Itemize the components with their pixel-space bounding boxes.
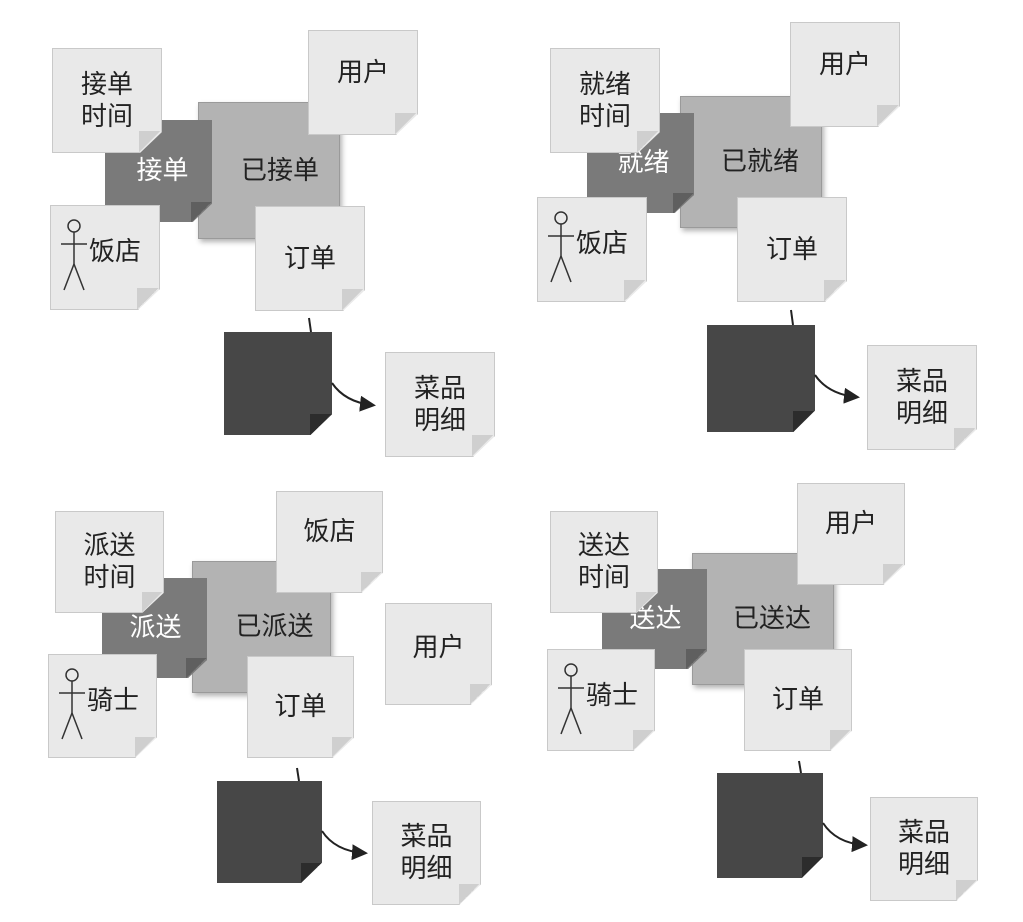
restaurant-note: 饭店	[276, 491, 383, 593]
curved-arrow-icon	[308, 317, 376, 412]
order-label: 订单	[765, 234, 818, 265]
actor-note: 饭店	[537, 197, 647, 302]
order-note: 订单	[744, 649, 852, 751]
panel-order-ready: 已就绪 就绪 就绪时间 用户 饭店 订单	[512, 0, 1023, 461]
detail-label: 菜品明细	[400, 822, 453, 884]
order-note: 订单	[247, 656, 354, 758]
time-label: 就绪时间	[578, 69, 631, 132]
command-label: 接单	[136, 156, 189, 186]
stick-figure-icon	[61, 219, 87, 291]
panel-order-dispatched: 已派送 派送 派送时间 饭店 用户 骑士 订单	[0, 461, 512, 922]
actor-label: 骑士	[586, 681, 639, 711]
event-label: 已派送	[235, 612, 314, 642]
command-label: 就绪	[617, 148, 670, 178]
panel-order-accepted: 已接单 接单 接单时间 用户 饭店 订单	[0, 0, 512, 461]
time-label: 接单时间	[80, 69, 133, 132]
time-label: 派送时间	[83, 531, 136, 593]
panel-order-delivered: 已送达 送达 送达时间 用户 骑士 订单	[512, 461, 1023, 922]
user-label: 用户	[824, 509, 877, 539]
event-label: 已就绪	[720, 147, 799, 177]
time-note: 派送时间	[55, 511, 164, 613]
stick-figure-icon	[548, 211, 574, 283]
time-note: 就绪时间	[550, 48, 660, 153]
command-label: 派送	[129, 613, 182, 643]
time-note: 接单时间	[52, 48, 162, 153]
user-note: 用户	[790, 22, 900, 127]
stick-figure-icon	[59, 668, 85, 740]
detail-label: 菜品明细	[897, 818, 950, 880]
aggregate-block	[717, 773, 823, 878]
detail-note: 菜品明细	[870, 797, 978, 901]
actor-note: 骑士	[48, 654, 157, 758]
user-note: 用户	[385, 603, 492, 705]
event-label: 已送达	[732, 604, 811, 634]
curved-arrow-icon	[296, 767, 368, 861]
order-label: 订单	[283, 243, 336, 274]
actor-label: 骑士	[87, 686, 140, 716]
actor-label: 饭店	[576, 229, 629, 259]
curved-arrow-icon	[790, 309, 860, 404]
user-note: 用户	[308, 30, 418, 135]
detail-note: 菜品明细	[372, 801, 481, 905]
actor-label: 饭店	[89, 237, 142, 267]
detail-label: 菜品明细	[413, 373, 466, 436]
detail-note: 菜品明细	[867, 345, 977, 450]
order-label: 订单	[274, 692, 327, 722]
restaurant-label: 饭店	[303, 517, 356, 547]
actor-note: 饭店	[50, 205, 160, 310]
event-label: 已接单	[240, 155, 319, 186]
curved-arrow-icon	[798, 760, 868, 853]
detail-label: 菜品明细	[895, 366, 948, 429]
command-note: 接单	[105, 120, 212, 222]
time-note: 送达时间	[550, 511, 658, 613]
actor-note: 骑士	[547, 649, 655, 751]
time-label: 送达时间	[577, 531, 630, 593]
order-label: 订单	[771, 685, 824, 715]
order-note: 订单	[737, 197, 847, 302]
user-label: 用户	[412, 633, 465, 663]
user-label: 用户	[818, 49, 871, 80]
stick-figure-icon	[558, 663, 584, 735]
user-note: 用户	[797, 483, 905, 585]
detail-note: 菜品明细	[385, 352, 495, 457]
aggregate-block	[224, 332, 332, 435]
user-label: 用户	[336, 57, 389, 88]
